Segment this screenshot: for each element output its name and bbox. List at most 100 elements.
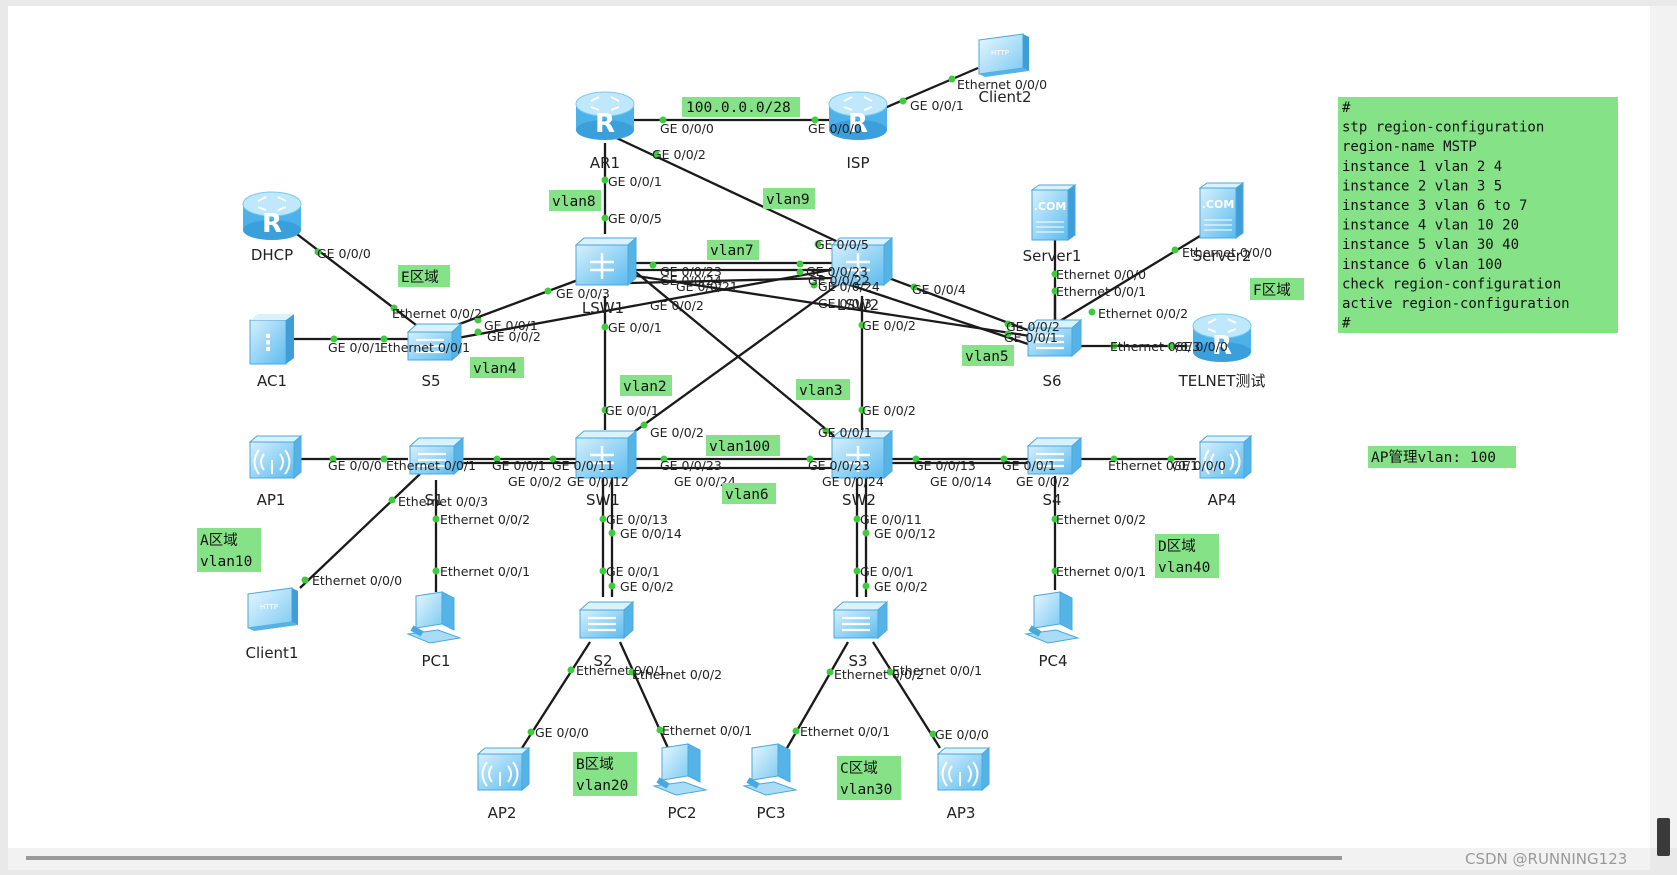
device-sw1[interactable]: SW1 (574, 429, 638, 509)
note-text: vlan7 (710, 243, 754, 259)
note-area-f[interactable]: F区域 (1250, 278, 1304, 300)
device-label: Server1 (1023, 247, 1082, 265)
device-ap4[interactable]: AP4 (1199, 435, 1252, 509)
device-isp[interactable]: ISP (828, 91, 888, 172)
device-pc1[interactable]: PC1 (408, 592, 460, 670)
device-pc3[interactable]: PC3 (744, 744, 796, 822)
vertical-scrollbar-thumb[interactable] (1657, 818, 1670, 856)
device-ar1[interactable]: AR1 (575, 91, 635, 172)
port-labels: GE 0/0/0 GE 0/0/0 GE 0/0/1 Ethernet 0/0/… (312, 77, 1272, 742)
device-pc4[interactable]: PC4 (1026, 592, 1078, 670)
access-point-icon (937, 747, 990, 791)
device-label: SW1 (586, 491, 620, 509)
port-label: Ethernet 0/0/2 (1056, 512, 1146, 527)
device-label: AP2 (488, 804, 517, 822)
device-label: DHCP (251, 246, 293, 264)
config-line: instance 4 vlan 10 20 (1342, 218, 1519, 234)
note-vlan2[interactable]: vlan2 (620, 375, 672, 396)
device-sw2[interactable]: SW2 (830, 429, 894, 509)
note-text: vlan9 (766, 192, 810, 208)
device-ap2[interactable]: AP2 (477, 747, 530, 822)
device-s4[interactable]: S4 (1026, 436, 1083, 509)
note-area-e[interactable]: E区域 (398, 265, 450, 287)
note-vlan3[interactable]: vlan3 (796, 379, 850, 400)
note-vlan100[interactable]: vlan100 (706, 435, 780, 456)
device-label: LSW2 (837, 296, 879, 314)
device-label: AP3 (947, 804, 976, 822)
port-label: GE 0/0/1 (860, 564, 914, 579)
device-s5[interactable]: S5 (406, 322, 463, 390)
port-label: GE 0/0/1 (492, 458, 546, 473)
note-vlan4[interactable]: vlan4 (470, 357, 524, 378)
port-label: Ethernet 0/0/2 (440, 512, 530, 527)
note-ap-management[interactable]: AP管理vlan: 100 (1368, 446, 1516, 468)
config-line: region-name MSTP (1342, 139, 1477, 155)
device-s1[interactable]: S1 (408, 436, 465, 509)
port-label: GE 0/0/1 (608, 174, 662, 189)
port-label: GE 0/0/21 (676, 279, 738, 294)
note-text: A区域 (200, 532, 238, 549)
device-label: PC2 (667, 804, 696, 822)
port-label: Ethernet 0/0/1 (662, 723, 752, 738)
port-label: GE 0/0/13 (606, 512, 668, 527)
port-label: GE 0/0/2 (650, 425, 704, 440)
port-label: GE 0/0/24 (818, 279, 880, 294)
note-area-a[interactable]: A区域 vlan10 (197, 528, 261, 572)
note-vlan7[interactable]: vlan7 (707, 240, 759, 260)
device-label: S3 (848, 652, 867, 670)
note-area-c[interactable]: C区域 vlan30 (837, 756, 901, 800)
port-label: GE 0/0/2 (650, 298, 704, 313)
note-vlan6[interactable]: vlan6 (722, 483, 776, 504)
port-label: Ethernet 0/0/0 (957, 77, 1047, 92)
device-s3[interactable]: S3 (832, 600, 889, 670)
device-lsw2[interactable]: LSW2 (830, 236, 894, 314)
device-label: AP4 (1208, 491, 1237, 509)
horizontal-scrollbar-thumb[interactable] (26, 856, 1342, 860)
device-label: S5 (421, 372, 440, 390)
device-client2[interactable]: Client2 (978, 33, 1032, 106)
device-s2[interactable]: S2 (578, 600, 635, 670)
note-vlan8[interactable]: vlan8 (549, 190, 601, 211)
device-ap1[interactable]: AP1 (249, 435, 302, 509)
port-label: Ethernet 0/0/3 (1110, 339, 1200, 354)
port-label: Ethernet 0/0/1 (800, 724, 890, 739)
device-client1[interactable]: Client1 (246, 587, 299, 662)
port-label: GE 0/0/1 (1002, 458, 1056, 473)
device-label: Client2 (979, 88, 1032, 106)
port-label: GE 0/0/24 (822, 474, 884, 489)
port-label: Ethernet 0/0/1 (386, 458, 476, 473)
config-line: instance 5 vlan 30 40 (1342, 237, 1519, 253)
device-server1[interactable]: Server1 (1023, 184, 1082, 265)
port-label: GE 0/0/2 (862, 318, 916, 333)
note-text: vlan20 (576, 778, 628, 794)
note-network[interactable]: 100.0.0.0/28 (682, 97, 800, 117)
port-label: GE 0/0/1 (605, 403, 659, 418)
device-server2[interactable]: Server2 (1193, 182, 1252, 265)
device-lsw1[interactable]: LSW1 (574, 236, 638, 317)
config-line: # (1342, 316, 1351, 332)
port-label: Ethernet 0/0/1 (440, 564, 530, 579)
device-label: S4 (1042, 491, 1061, 509)
note-vlan9[interactable]: vlan9 (763, 188, 815, 209)
port-label: GE 0/0/3 (818, 296, 872, 311)
vertical-scrollbar[interactable] (1650, 6, 1677, 848)
port-label: GE 0/0/2 (874, 579, 928, 594)
device-ac1[interactable]: ⋮ AC1 (249, 314, 294, 390)
device-ap3[interactable]: AP3 (937, 747, 990, 822)
port-label: GE 0/0/2 (862, 403, 916, 418)
note-vlan5[interactable]: vlan5 (962, 345, 1014, 366)
device-label: PC4 (1038, 652, 1067, 670)
note-area-b[interactable]: B区域 vlan20 (573, 752, 637, 796)
port-label: Ethernet 0/0/2 (632, 667, 722, 682)
note-area-d[interactable]: D区域 vlan40 (1155, 534, 1219, 578)
device-s6[interactable]: S6 (1026, 318, 1083, 390)
note-text: vlan2 (623, 379, 667, 395)
port-label: GE 0/0/2 (1016, 474, 1070, 489)
config-line: instance 2 vlan 3 5 (1342, 178, 1502, 194)
watermark: CSDN @RUNNING123 (1465, 850, 1627, 868)
device-pc2[interactable]: PC2 (654, 744, 706, 822)
device-telnet[interactable]: TELNET测试 (1178, 313, 1266, 390)
device-dhcp[interactable]: DHCP (242, 191, 302, 264)
note-text: vlan8 (552, 194, 596, 210)
note-stp-config[interactable]: #stp region-configuration region-name MS… (1338, 97, 1618, 333)
